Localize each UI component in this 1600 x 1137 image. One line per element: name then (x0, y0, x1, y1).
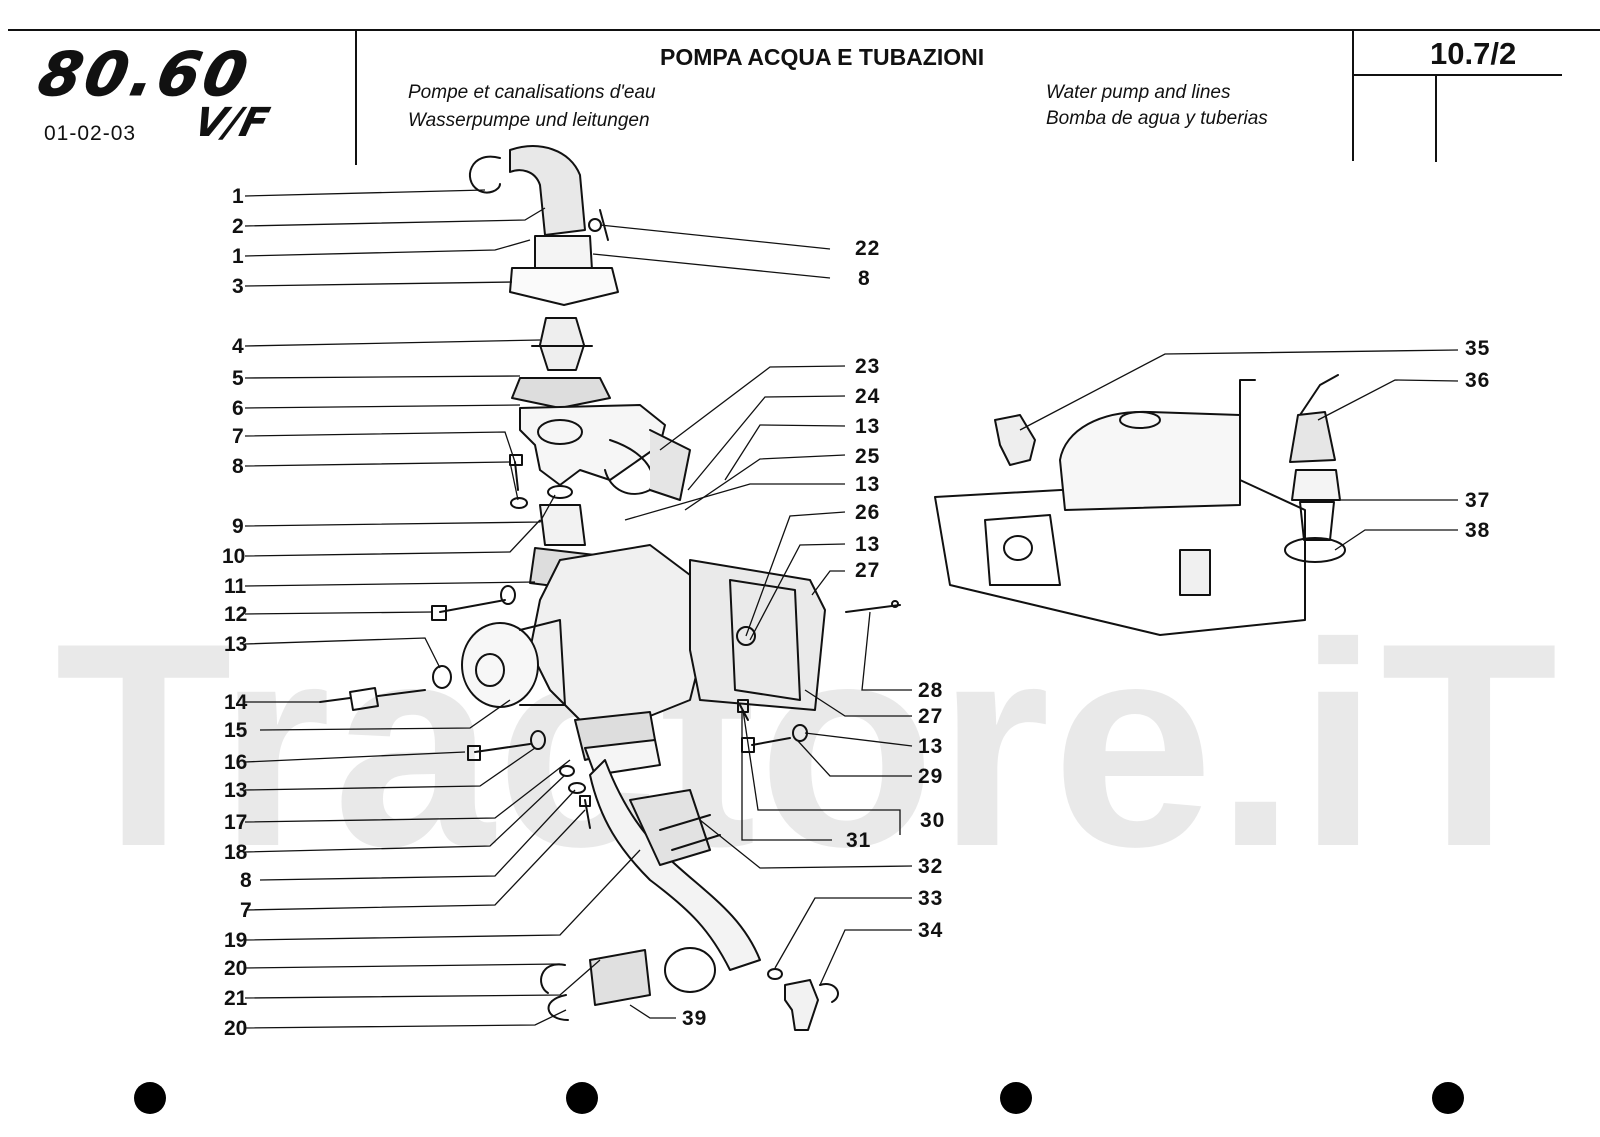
callout-33: 33 (918, 887, 944, 910)
binding-hole (1432, 1082, 1464, 1114)
callout-14: 14 (224, 691, 248, 714)
callout-9: 9 (232, 515, 244, 538)
callout-20a: 20 (224, 957, 248, 980)
outlet-flange-icon (509, 267, 619, 306)
callout-3: 3 (232, 275, 244, 298)
callout-5: 5 (232, 367, 244, 390)
callout-25: 25 (855, 445, 881, 468)
callout-1a: 1 (232, 185, 244, 208)
callout-17: 17 (224, 811, 248, 834)
subtitle-de: Wasserpumpe und leitungen (408, 110, 650, 131)
callout-39: 39 (682, 1007, 708, 1030)
callout-30: 30 (920, 809, 946, 832)
callout-29: 29 (918, 765, 944, 788)
callout-13d: 13 (855, 473, 881, 496)
header-top-rule (8, 29, 1600, 31)
callout-15: 15 (224, 719, 248, 742)
header-divider-right (1352, 29, 1354, 161)
callout-27b: 27 (918, 705, 944, 728)
callout-20b: 20 (224, 1017, 248, 1040)
pump-pulley-icon (461, 622, 539, 708)
drain-tap-icon (784, 979, 819, 1031)
callout-13a: 13 (224, 633, 248, 656)
callout-13b: 13 (224, 779, 248, 802)
temperature-sender-icon (1291, 469, 1341, 501)
page-number-divider (1435, 76, 1437, 162)
binding-hole (1000, 1082, 1032, 1114)
callout-7b: 7 (240, 899, 252, 922)
page-number-rule (1352, 74, 1562, 76)
callout-34: 34 (918, 919, 944, 942)
callout-13e: 13 (855, 533, 881, 556)
spacer-icon (539, 504, 586, 546)
thermostat-housing-icon (519, 404, 666, 486)
water-pump-body-icon (529, 544, 706, 721)
logo-codes: 01-02-03 (44, 122, 137, 145)
callout-8b: 8 (240, 869, 252, 892)
callout-13c: 13 (855, 415, 881, 438)
binding-hole (566, 1082, 598, 1114)
callout-26: 26 (855, 501, 881, 524)
elbow-hose-icon (509, 145, 586, 236)
callout-16: 16 (224, 751, 248, 774)
callout-35: 35 (1465, 337, 1491, 360)
callout-2: 2 (232, 215, 244, 238)
callout-18: 18 (224, 841, 248, 864)
callout-27a: 27 (855, 559, 881, 582)
callout-37: 37 (1465, 489, 1491, 512)
outlet-fitting-icon (534, 235, 593, 271)
callout-13f: 13 (918, 735, 944, 758)
callout-8c: 8 (858, 267, 871, 290)
callout-10: 10 (222, 545, 246, 568)
pump-cover-icon (689, 559, 826, 711)
callout-36: 36 (1465, 369, 1491, 392)
page-title: POMPA ACQUA E TUBAZIONI (660, 44, 985, 70)
callout-19: 19 (224, 929, 248, 952)
subtitle-en: Water pump and lines (1046, 82, 1231, 103)
callout-28: 28 (918, 679, 944, 702)
callout-32: 32 (918, 855, 944, 878)
gasket-23-icon (649, 429, 691, 501)
callout-1b: 1 (232, 245, 244, 268)
callout-8a: 8 (232, 455, 244, 478)
gasket-icon (511, 377, 611, 409)
callout-24: 24 (855, 385, 881, 408)
callout-21: 21 (224, 987, 248, 1010)
short-hose-icon (589, 949, 651, 1006)
callout-7a: 7 (232, 425, 244, 448)
callout-23: 23 (855, 355, 881, 378)
sender-bracket-icon (994, 414, 1036, 466)
callout-11: 11 (224, 575, 247, 598)
callout-4: 4 (232, 335, 244, 358)
subtitle-es: Bomba de agua y tuberias (1046, 108, 1268, 129)
callout-38: 38 (1465, 519, 1491, 542)
callout-6: 6 (232, 397, 244, 420)
binding-hole (134, 1082, 166, 1114)
callout-12: 12 (224, 603, 248, 626)
subtitle-fr: Pompe et canalisations d'eau (408, 82, 656, 103)
header-divider-left (355, 29, 357, 165)
callout-31: 31 (846, 829, 872, 852)
page-number: 10.7/2 (1430, 36, 1517, 71)
sender-boot-icon (1289, 411, 1336, 463)
callout-22: 22 (855, 237, 881, 260)
hose-clamp-icon (468, 155, 501, 194)
thermostat-icon (539, 317, 585, 371)
